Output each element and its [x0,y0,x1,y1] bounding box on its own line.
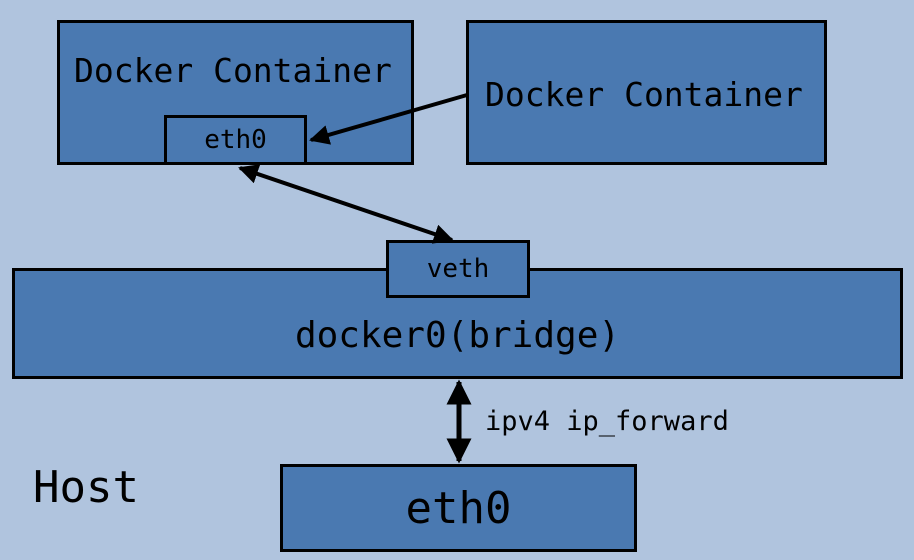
container-right-label: Docker Container [485,75,803,114]
container-eth0-label: eth0 [204,125,267,155]
docker-container-right: Docker Container [466,20,827,165]
container-eth0-interface: eth0 [164,115,307,165]
host-eth0-interface: eth0 [280,464,637,552]
ip-forward-label: ipv4 ip_forward [485,406,729,437]
container-right-to-eth0-arrow [309,93,468,145]
container-left-label: Docker Container [74,51,392,90]
host-label: Host [33,462,139,513]
bridge-label: docker0(bridge) [294,315,621,356]
host-eth0-label: eth0 [405,482,512,534]
veth-label: veth [426,254,490,284]
veth-interface: veth [386,240,530,298]
eth0-veth-arrow [238,164,454,244]
